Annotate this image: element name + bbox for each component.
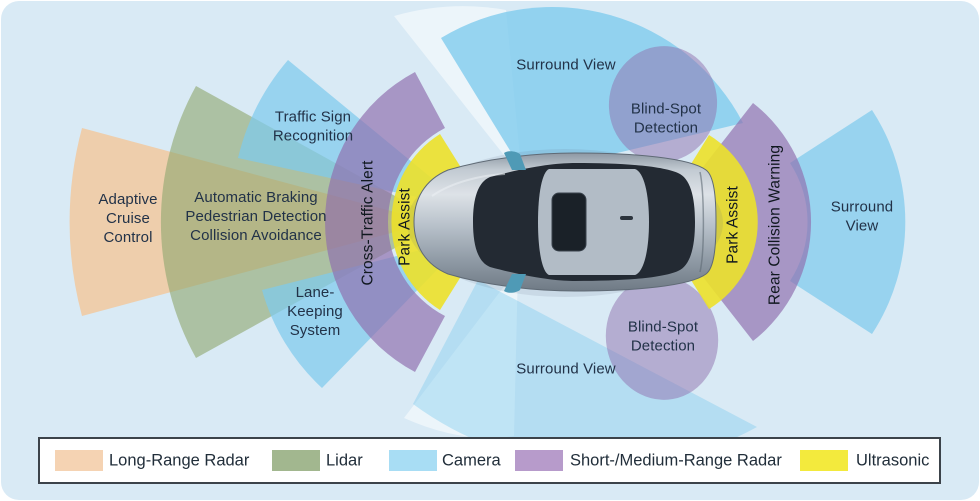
zone-cross-traffic-shape — [325, 72, 445, 372]
car-trunk-line — [699, 171, 705, 273]
zone-windshield-camera-wedge-bottom — [404, 268, 518, 438]
car-door-handle — [620, 216, 633, 220]
legend-label-long-range-radar: Long-Range Radar — [109, 451, 250, 469]
legend-label-camera: Camera — [442, 451, 501, 469]
car-sunroof — [551, 192, 587, 252]
zone-label-blind-spot-bottom: Blind-Spot Detection — [627, 318, 699, 354]
legend-swatch-short-medium-range-radar — [515, 450, 563, 471]
car-top-view — [407, 149, 723, 297]
zone-surround-view-bottom-shape — [413, 280, 757, 467]
zone-label-surround-view-bottom: Surround View — [516, 360, 616, 378]
zone-label-adaptive-cruise-control: Adaptive Cruise Control — [98, 190, 158, 246]
legend-label-lidar: Lidar — [326, 451, 363, 469]
legend-swatch-camera — [389, 450, 437, 471]
zone-label-cross-traffic-alert: Cross-Traffic Alert — [359, 160, 377, 286]
zone-blind-spot-bottom-shape — [605, 276, 719, 400]
zone-surround-view-right-shape — [790, 110, 906, 334]
zone-label-rear-collision-warning: Rear Collision Warning — [766, 144, 784, 306]
legend-swatch-lidar — [272, 450, 320, 471]
zone-label-park-assist-rear: Park Assist — [724, 186, 742, 264]
zone-blind-spot-top-shape — [608, 46, 718, 162]
car-mirror-left — [504, 151, 526, 170]
zone-lidar-shape — [160, 86, 442, 358]
zone-label-traffic-sign-recognition: Traffic Sign Recognition — [272, 108, 354, 144]
zone-label-lane-keeping-system: Lane- Keeping System — [287, 283, 343, 339]
zone-label-surround-view-right: Surround View — [830, 198, 894, 234]
zone-label-automatic-braking: Automatic Braking Pedestrian Detection C… — [185, 188, 327, 244]
legend-label-short-medium-range-radar: Short-/Medium-Range Radar — [570, 451, 782, 469]
zone-label-park-assist-front: Park Assist — [396, 188, 414, 266]
car-hood-highlight — [431, 173, 506, 197]
legend-swatch-long-range-radar — [55, 450, 103, 471]
legend: Long-Range Radar Lidar Camera Short-/Med… — [38, 437, 941, 484]
legend-label-ultrasonic: Ultrasonic — [856, 451, 930, 469]
car-mirror-right — [504, 274, 526, 293]
legend-swatch-ultrasonic — [800, 450, 848, 471]
zone-label-surround-view-top: Surround View — [516, 56, 616, 74]
zone-label-blind-spot-top: Blind-Spot Detection — [630, 100, 702, 136]
